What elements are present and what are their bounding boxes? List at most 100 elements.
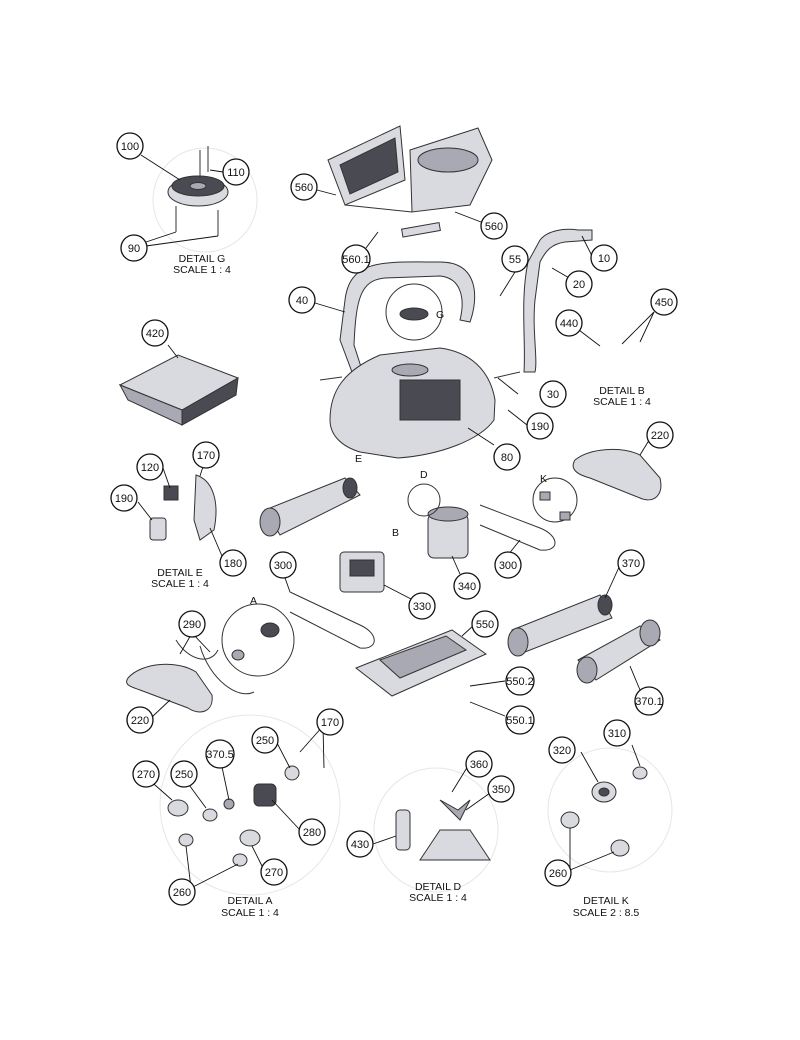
callout-370-1: 370.1 (634, 686, 664, 716)
motor-pump-drawing (407, 483, 469, 559)
track-right-drawing (479, 504, 556, 551)
callout-550-1: 550.1 (505, 705, 535, 735)
callout-330: 330 (408, 592, 436, 620)
callout-90-label: 90 (128, 243, 140, 255)
callout-370-label: 370 (622, 558, 640, 570)
detail-a-scale: SCALE 1 : 4 (221, 907, 279, 919)
callout-560-left: 560 (290, 173, 318, 201)
callout-270-bottom: 270 (260, 858, 288, 886)
callout-250-top-label: 250 (256, 735, 274, 747)
callout-370-5-label: 370.5 (206, 749, 234, 761)
callout-550-2-label: 550.2 (506, 676, 534, 688)
callout-560-1: 560.1 (341, 244, 371, 274)
callout-350: 350 (487, 775, 515, 803)
callout-180-label: 180 (224, 558, 242, 570)
callout-220-right-label: 220 (651, 430, 669, 442)
callout-370: 370 (617, 549, 645, 577)
detail-a-drawing (159, 714, 341, 896)
callout-370-5: 370.5 (205, 739, 235, 769)
callout-110: 110 (222, 158, 250, 186)
callout-190-detail-e-label: 190 (115, 493, 133, 505)
callout-170-detail-e: 170 (192, 441, 220, 469)
detail-a-title: DETAIL A SCALE 1 : 4 (221, 895, 279, 919)
callout-450: 450 (650, 288, 678, 316)
callout-550: 550 (471, 610, 499, 638)
callout-260-detail-k-label: 260 (549, 868, 567, 880)
callout-270-bottom-label: 270 (265, 867, 283, 879)
detail-g-scale: SCALE 1 : 4 (173, 264, 231, 276)
callout-550-label: 550 (476, 619, 494, 631)
callout-350-label: 350 (492, 784, 510, 796)
bottom-plate-drawing (355, 629, 488, 697)
callout-290-label: 290 (183, 619, 201, 631)
roller-right-drawing (507, 594, 661, 684)
callout-220-left-label: 220 (131, 715, 149, 727)
detail-d-title: DETAIL D SCALE 1 : 4 (409, 881, 467, 904)
callout-55: 55 (501, 245, 529, 273)
callout-55-label: 55 (509, 254, 521, 266)
detail-k-name: DETAIL K (583, 895, 629, 907)
detail-a-marker-drawing (221, 603, 295, 677)
view-marker-g-drawing (385, 283, 443, 341)
view-marker-g: G (436, 309, 444, 321)
callout-170-detail-e-label: 170 (197, 450, 215, 462)
detail-g-title: DETAIL G SCALE 1 : 4 (173, 253, 231, 276)
callout-190-top: 190 (526, 412, 554, 440)
detail-e-name: DETAIL E (157, 567, 203, 579)
callout-440-label: 440 (560, 318, 578, 330)
callout-220-right: 220 (646, 421, 674, 449)
callout-190-detail-e: 190 (110, 484, 138, 512)
detail-b-title: DETAIL B SCALE 1 : 4 (593, 385, 651, 408)
callout-10-label: 10 (598, 253, 610, 265)
callout-300-right-label: 300 (499, 560, 517, 572)
callout-40: 40 (288, 286, 316, 314)
view-marker-d: D (420, 469, 428, 481)
detail-b-name: DETAIL B (599, 385, 645, 397)
detail-d-scale: SCALE 1 : 4 (409, 892, 467, 904)
callout-370-1-label: 370.1 (635, 696, 663, 708)
handle-drawing (339, 228, 593, 379)
callout-560-left-label: 560 (295, 182, 313, 194)
callout-280-label: 280 (303, 827, 321, 839)
callout-340: 340 (453, 572, 481, 600)
callout-450-label: 450 (655, 297, 673, 309)
filter-baskets-drawing (327, 125, 493, 238)
callout-550-2: 550.2 (505, 666, 535, 696)
view-marker-e: E (355, 453, 362, 465)
callout-20: 20 (565, 270, 593, 298)
detail-e-drawing (149, 474, 217, 541)
callout-260-detail-k: 260 (544, 859, 572, 887)
callout-260-detail-a-label: 260 (173, 887, 191, 899)
callout-340-label: 340 (458, 581, 476, 593)
callout-440: 440 (555, 309, 583, 337)
callout-120-label: 120 (141, 462, 159, 474)
callout-280: 280 (298, 818, 326, 846)
detail-d-drawing (373, 767, 499, 893)
callout-80: 80 (493, 443, 521, 471)
callout-80-label: 80 (501, 452, 513, 464)
callout-100-label: 100 (121, 141, 139, 153)
drive-motor-drawing (339, 551, 385, 593)
callout-170-detail-a: 170 (316, 708, 344, 736)
callout-30-label: 30 (547, 389, 559, 401)
callout-270-left-label: 270 (137, 769, 155, 781)
cover-box-drawing (118, 354, 240, 426)
detail-e-scale: SCALE 1 : 4 (151, 578, 209, 590)
callout-560-right-label: 560 (485, 221, 503, 233)
callout-300-left-label: 300 (274, 560, 292, 572)
callout-260-detail-a: 260 (168, 878, 196, 906)
view-marker-a: A (250, 595, 257, 607)
callout-360-label: 360 (470, 759, 488, 771)
callout-310: 310 (603, 719, 631, 747)
detail-g-name: DETAIL G (179, 253, 226, 265)
callout-290: 290 (178, 610, 206, 638)
side-panel-left-drawing (126, 639, 255, 713)
callout-330-label: 330 (413, 601, 431, 613)
detail-d-name: DETAIL D (415, 881, 462, 893)
callout-250-left: 250 (170, 760, 198, 788)
callout-320-label: 320 (553, 745, 571, 757)
callout-40-label: 40 (296, 295, 308, 307)
callout-90: 90 (120, 234, 148, 262)
callout-220-left: 220 (126, 706, 154, 734)
callout-420-label: 420 (146, 328, 164, 340)
